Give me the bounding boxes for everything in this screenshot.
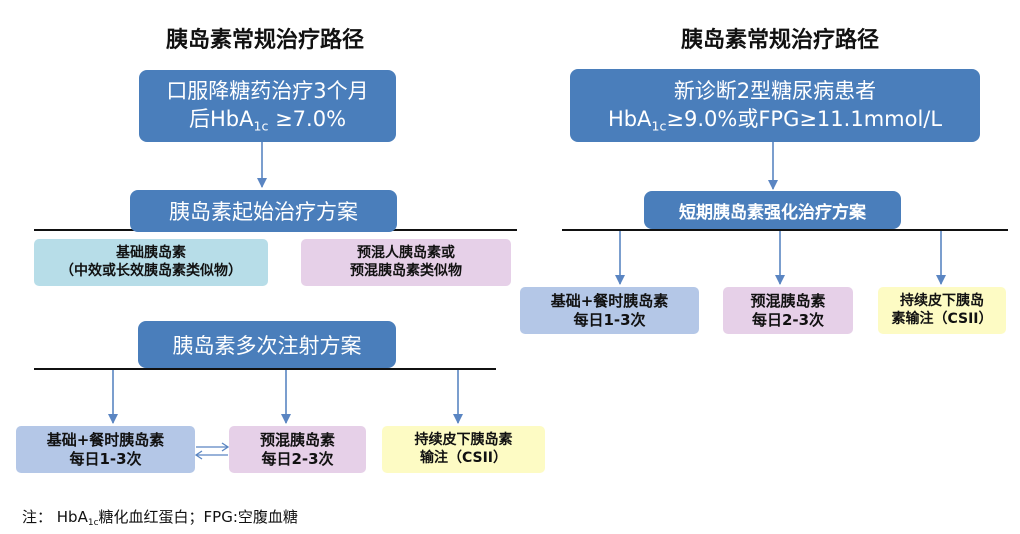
- left-start-line2: 后HbA1c ≥7.0%: [188, 107, 347, 134]
- right-plan-box: 短期胰岛素强化治疗方案: [644, 191, 901, 229]
- right-title: 胰岛素常规治疗路径: [680, 27, 879, 53]
- right-start-line2: HbA1c≥9.0%或FPG≥11.1mmol/L: [607, 106, 943, 134]
- left-multi-divider: [34, 368, 496, 370]
- right-option-basal-bolus: 基础+餐时胰岛素 每日1-3次: [520, 287, 699, 334]
- footnote: 注： HbA1c糖化血红蛋白；FPG:空腹血糖: [22, 508, 298, 529]
- left-start-line1: 口服降糖药治疗3个月: [166, 79, 369, 104]
- initial-plan-box: 胰岛素起始治疗方案: [130, 190, 397, 232]
- left-option-premixed: 预混胰岛素 每日2-3次: [229, 426, 366, 473]
- left-option-basal-bolus: 基础+餐时胰岛素 每日1-3次: [16, 426, 195, 473]
- right-start-line1: 新诊断2型糖尿病患者: [673, 78, 877, 103]
- double-arrow-switch: [194, 442, 230, 460]
- option-basal-insulin: 基础胰岛素 （中效或长效胰岛素类似物）: [34, 239, 268, 286]
- left-title: 胰岛素常规治疗路径: [165, 27, 364, 53]
- right-plan-divider: [562, 229, 1008, 231]
- left-option-csii: 持续皮下胰岛素 输注（CSII）: [382, 426, 545, 473]
- multi-plan-box: 胰岛素多次注射方案: [138, 321, 396, 368]
- option-premixed-insulin: 预混人胰岛素或 预混胰岛素类似物: [301, 239, 511, 286]
- left-start-box: 口服降糖药治疗3个月 后HbA1c ≥7.0%: [139, 70, 396, 142]
- right-option-premixed: 预混胰岛素 每日2-3次: [723, 287, 853, 334]
- right-start-box: 新诊断2型糖尿病患者 HbA1c≥9.0%或FPG≥11.1mmol/L: [570, 69, 980, 142]
- right-option-csii: 持续皮下胰岛 素输注（CSII）: [878, 287, 1006, 334]
